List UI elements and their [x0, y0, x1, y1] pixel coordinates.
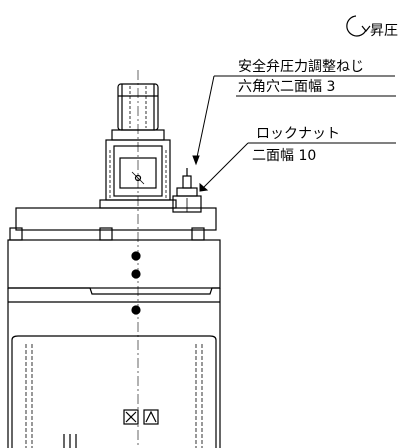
lock-nut-label-2: 二面幅 10: [252, 148, 317, 164]
middle-band: [8, 287, 220, 315]
bottom-shaft: [63, 434, 77, 448]
lower-body: [7, 288, 221, 448]
relief-valve-label-2: 六角穴二面幅 3: [238, 79, 336, 95]
lock-nut-label-1: ロックナット: [256, 126, 340, 142]
top-plate: [9, 207, 217, 241]
adjusting-screw: [172, 168, 202, 213]
rotation-arrow-icon: [346, 15, 371, 37]
rotation-label: 昇圧: [370, 23, 398, 39]
symbol-a-box: [143, 409, 159, 425]
main-housing: [7, 239, 221, 289]
symbol-x-box: [123, 409, 139, 425]
relief-valve-label-1: 安全弁圧力調整ねじ: [238, 59, 364, 75]
leader-lines: [192, 75, 396, 192]
